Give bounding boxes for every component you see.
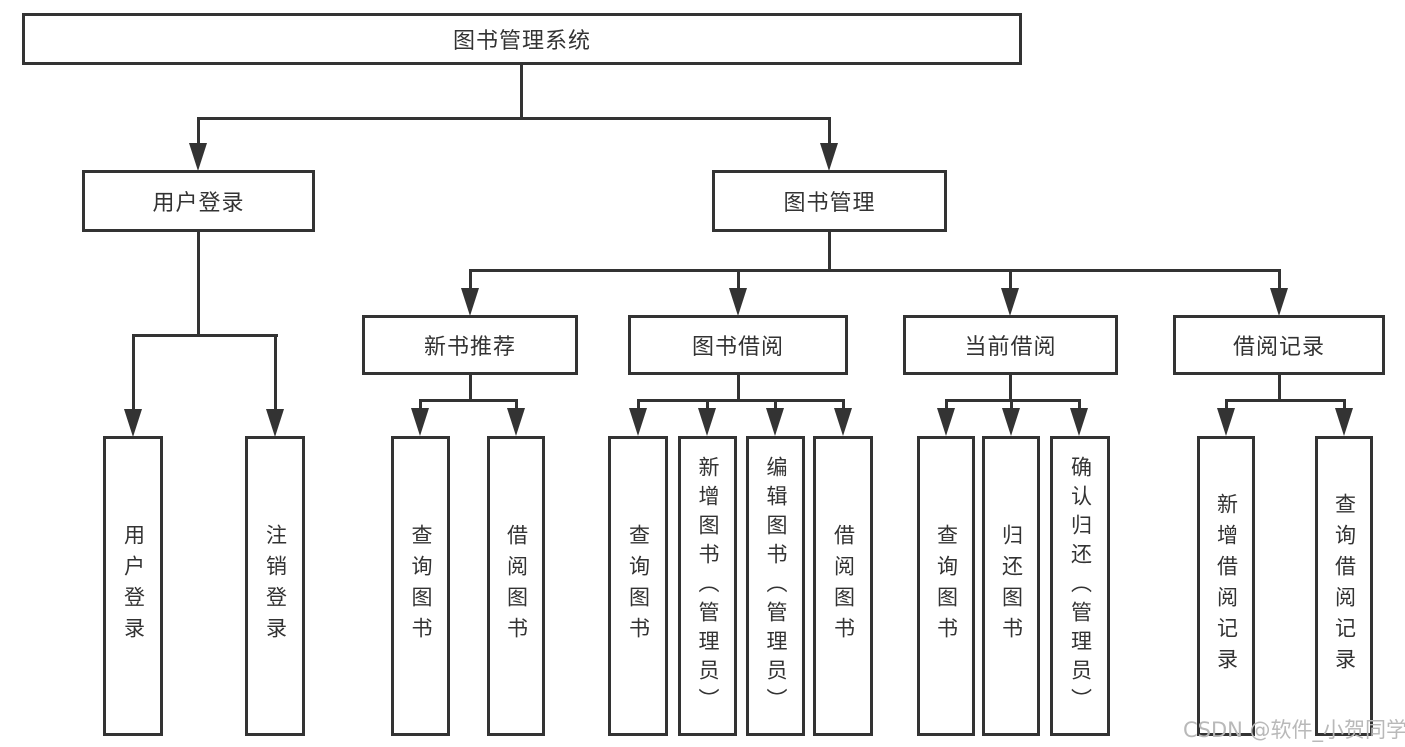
arrowhead-down-icon (766, 408, 784, 436)
leaf-user-login: 用户登录 (103, 436, 163, 736)
leaf-nb-query-books: 查询图书 (391, 436, 450, 736)
arrowhead-down-icon (629, 408, 647, 436)
arrowhead-down-icon (411, 408, 429, 436)
connector-v (132, 334, 135, 412)
leaf-logout: 注销登录 (245, 436, 305, 736)
connector-v (1010, 399, 1013, 411)
node-user-login: 用户登录 (82, 170, 315, 232)
connector-h (197, 117, 831, 120)
connector-v (774, 399, 777, 411)
connector-v (520, 64, 523, 120)
connector-h (637, 399, 844, 402)
leaf-cb-return-books: 归还图书 (982, 436, 1040, 736)
node-book-borrowing: 图书借阅 (628, 315, 848, 375)
leaf-bb-borrow-books: 借阅图书 (813, 436, 873, 736)
arrowhead-down-icon (266, 409, 284, 437)
leaf-cb-confirm-return-admin: 确认归还（管理员） (1050, 436, 1110, 736)
connector-v (828, 232, 831, 272)
connector-v (737, 375, 740, 402)
node-root-library-system: 图书管理系统 (22, 13, 1022, 65)
arrowhead-down-icon (834, 408, 852, 436)
connector-h (419, 399, 518, 402)
connector-v (1343, 399, 1346, 411)
leaf-bb-query-books: 查询图书 (608, 436, 668, 736)
arrowhead-down-icon (1270, 288, 1288, 316)
arrowhead-down-icon (1001, 288, 1019, 316)
leaf-nb-borrow-books: 借阅图书 (487, 436, 545, 736)
arrowhead-down-icon (507, 408, 525, 436)
connector-v (274, 334, 277, 412)
connector-v (1278, 375, 1281, 402)
node-new-book-recommend: 新书推荐 (362, 315, 578, 375)
arrowhead-down-icon (820, 143, 838, 171)
connector-v (1009, 375, 1012, 402)
arrowhead-down-icon (189, 143, 207, 171)
connector-v (515, 399, 518, 411)
connector-v (1225, 399, 1228, 411)
connector-v (842, 399, 845, 411)
connector-v (1278, 269, 1281, 291)
arrowhead-down-icon (1217, 408, 1235, 436)
arrowhead-down-icon (1335, 408, 1353, 436)
arrowhead-down-icon (937, 408, 955, 436)
connector-v (706, 399, 709, 411)
connector-v (828, 117, 831, 152)
connector-v (945, 399, 948, 411)
connector-h (1225, 399, 1346, 402)
connector-h (469, 269, 1281, 272)
arrowhead-down-icon (729, 288, 747, 316)
arrowhead-down-icon (1002, 408, 1020, 436)
leaf-cb-query-books: 查询图书 (917, 436, 975, 736)
leaf-bb-edit-books-admin: 编辑图书（管理员） (746, 436, 805, 736)
connector-h (132, 334, 278, 337)
connector-v (419, 399, 422, 411)
node-current-borrowing: 当前借阅 (903, 315, 1118, 375)
connector-v (1078, 399, 1081, 411)
connector-v (637, 399, 640, 411)
csdn-watermark: CSDN @软件_小贺同学 (1183, 718, 1405, 742)
arrowhead-down-icon (461, 288, 479, 316)
connector-v (1009, 269, 1012, 291)
connector-v (469, 375, 472, 402)
connector-v (469, 269, 472, 291)
connector-h (945, 399, 1081, 402)
arrowhead-down-icon (698, 408, 716, 436)
arrowhead-down-icon (124, 409, 142, 437)
connector-v (197, 232, 200, 337)
node-borrowing-records: 借阅记录 (1173, 315, 1385, 375)
leaf-br-add-record: 新增借阅记录 (1197, 436, 1255, 736)
leaf-bb-add-books-admin: 新增图书（管理员） (678, 436, 737, 736)
arrowhead-down-icon (1070, 408, 1088, 436)
leaf-br-query-record: 查询借阅记录 (1315, 436, 1373, 736)
connector-v (197, 117, 200, 152)
connector-v (737, 269, 740, 291)
node-book-management: 图书管理 (712, 170, 947, 232)
